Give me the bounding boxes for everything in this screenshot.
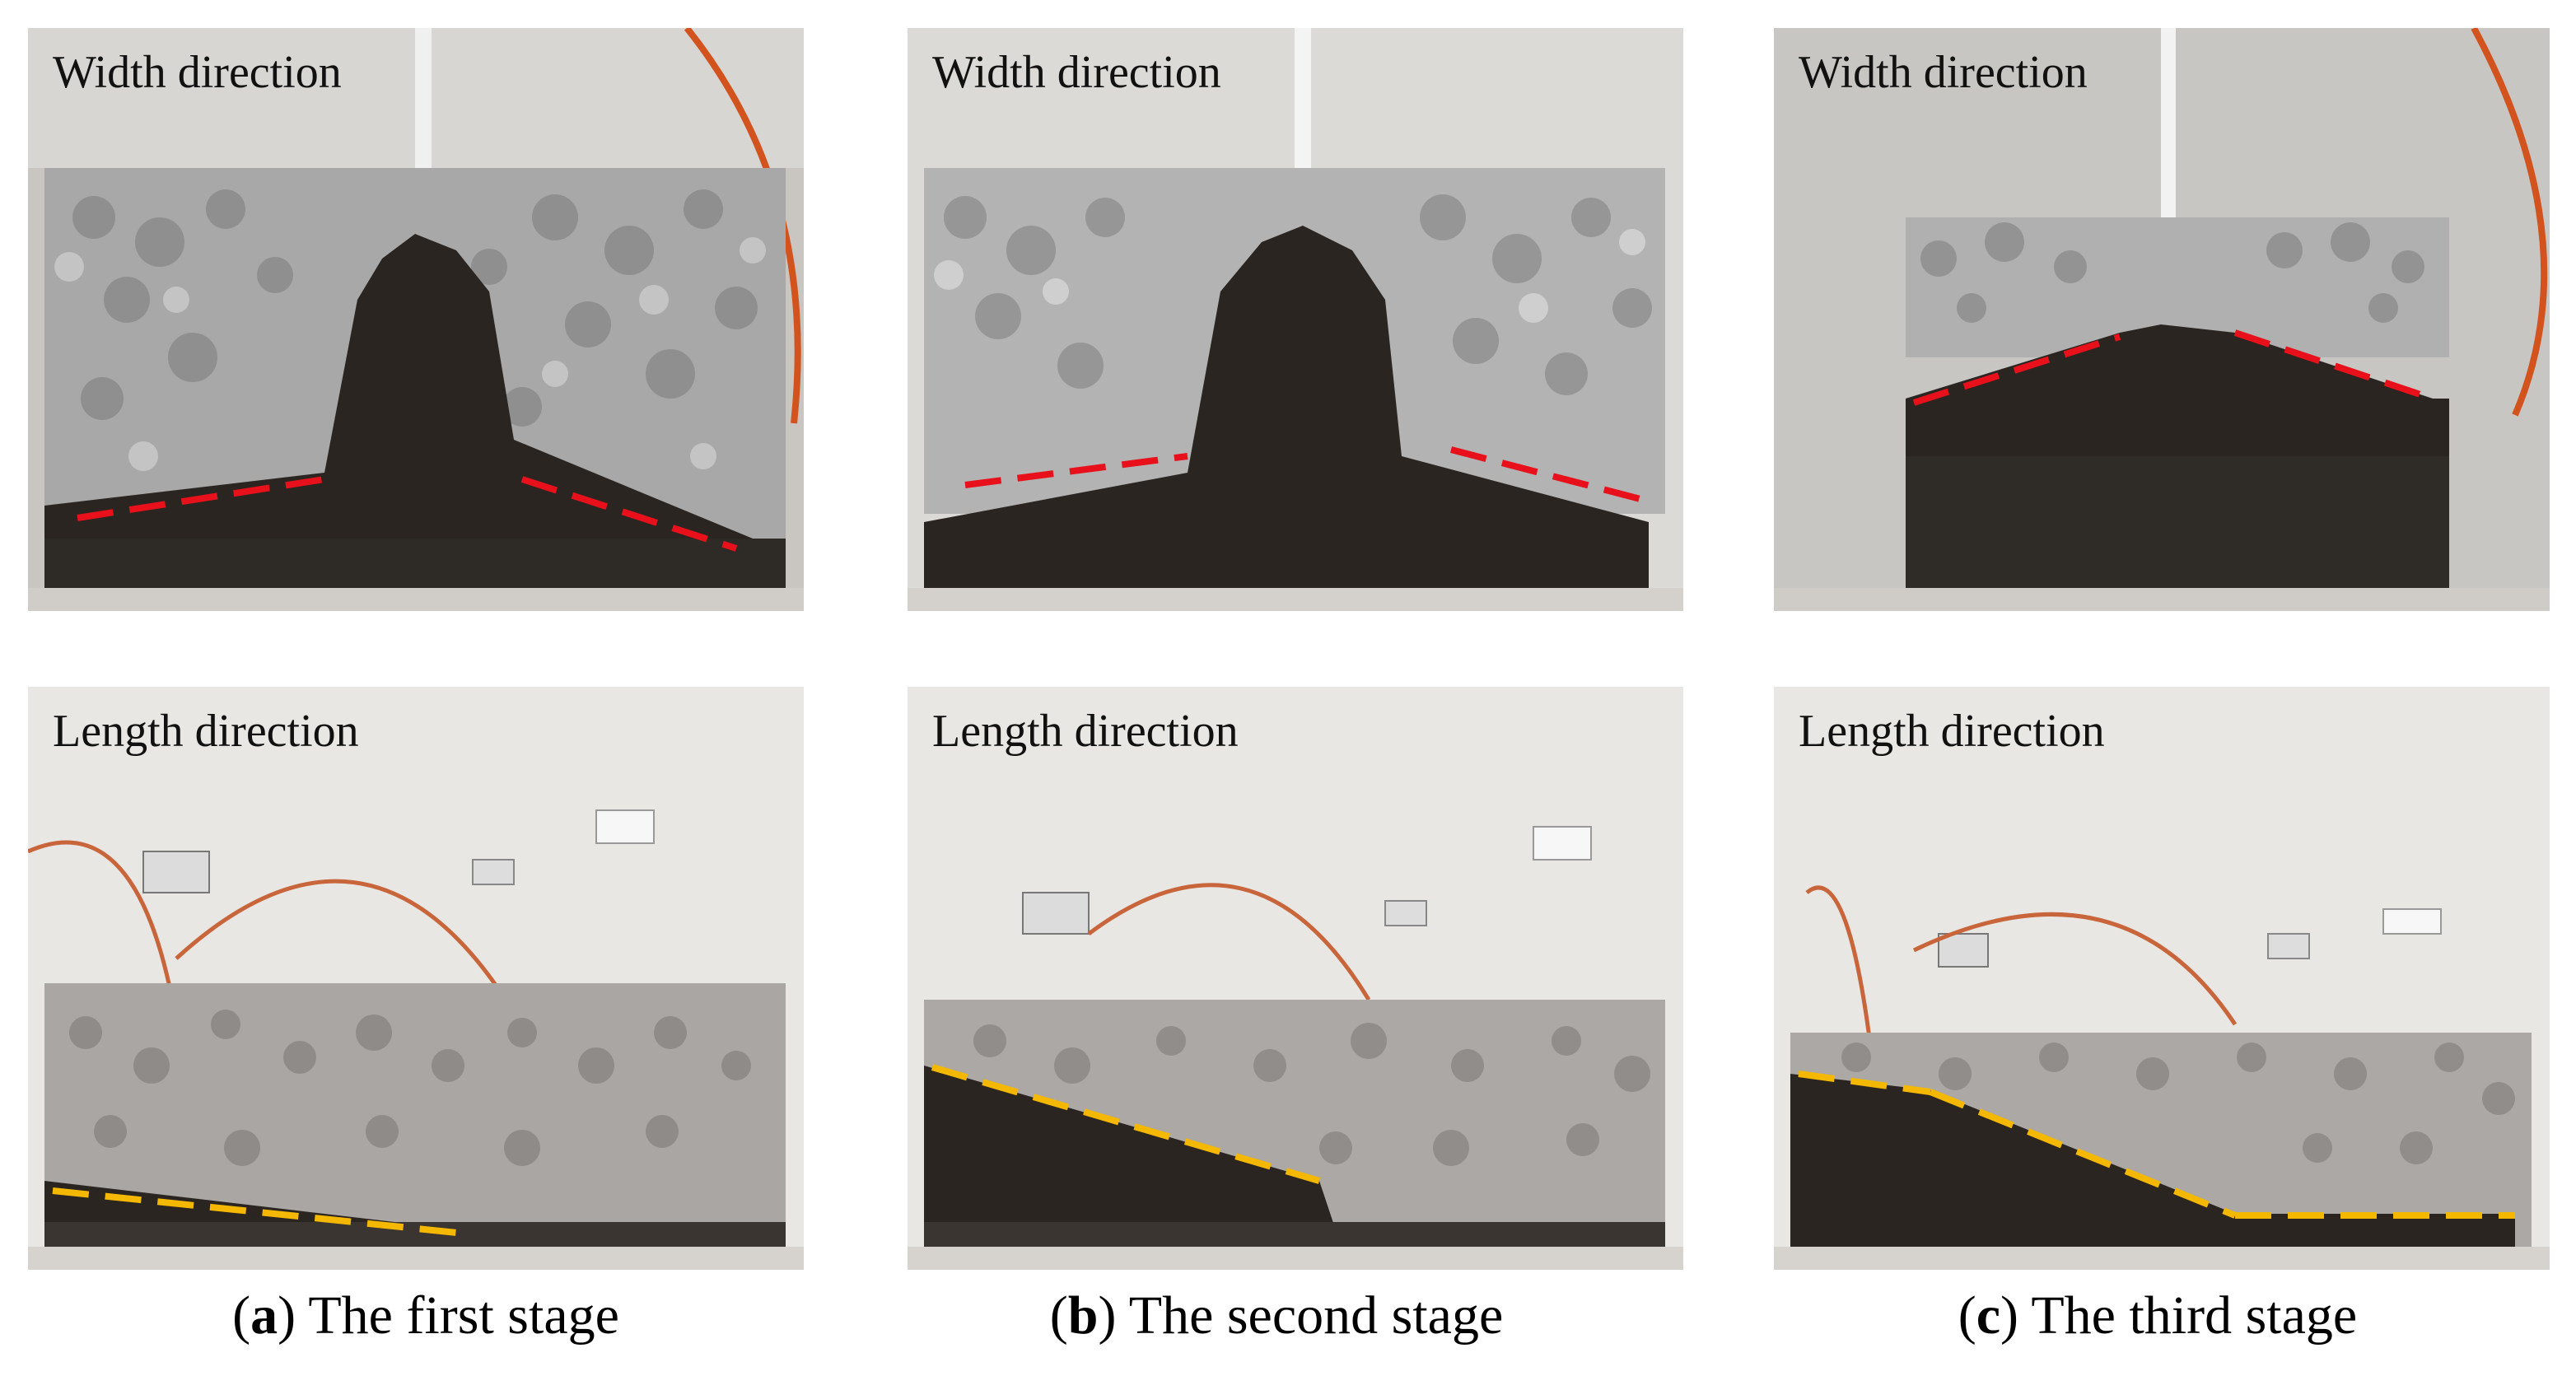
- length-stage3-illustration: [1774, 687, 2550, 1270]
- photo-width-direction-stage2: Width direction: [908, 28, 1683, 611]
- caption-letter: b: [1067, 1285, 1099, 1346]
- width-stage2-illustration: [908, 28, 1683, 611]
- width-direction-label: Width direction: [53, 47, 342, 98]
- length-direction-label: Length direction: [932, 706, 1239, 757]
- caption-text: The third stage: [2031, 1285, 2358, 1346]
- caption-open-paren: (: [232, 1285, 251, 1346]
- caption-close-paren: ): [278, 1285, 296, 1346]
- photo-width-direction-stage3: Width direction: [1774, 28, 2550, 611]
- length-direction-label: Length direction: [1799, 706, 2105, 757]
- length-stage2-illustration: [908, 687, 1683, 1270]
- photo-width-direction-stage1: Width direction: [28, 28, 804, 611]
- photo-length-direction-stage2: Length direction: [908, 687, 1683, 1270]
- photo-length-direction-stage1: Length direction: [28, 687, 804, 1270]
- caption-close-paren: ): [2000, 1285, 2019, 1346]
- caption-third-stage: (c) The third stage: [1958, 1285, 2357, 1347]
- caption-open-paren: (: [1049, 1285, 1068, 1346]
- caption-open-paren: (: [1958, 1285, 1976, 1346]
- caption-text: The second stage: [1128, 1285, 1504, 1346]
- caption-text: The first stage: [308, 1285, 619, 1346]
- caption-second-stage: (b) The second stage: [1050, 1285, 1504, 1347]
- width-stage3-illustration: [1774, 28, 2550, 611]
- length-stage1-illustration: [28, 687, 804, 1270]
- caption-close-paren: ): [1098, 1285, 1117, 1346]
- photo-length-direction-stage3: Length direction: [1774, 687, 2550, 1270]
- width-direction-label: Width direction: [1799, 47, 2088, 98]
- width-direction-label: Width direction: [932, 47, 1221, 98]
- caption-first-stage: (a) The first stage: [232, 1285, 619, 1347]
- length-direction-label: Length direction: [53, 706, 359, 757]
- width-stage1-illustration: [28, 28, 804, 611]
- caption-letter: c: [1976, 1285, 2001, 1346]
- caption-letter: a: [250, 1285, 278, 1346]
